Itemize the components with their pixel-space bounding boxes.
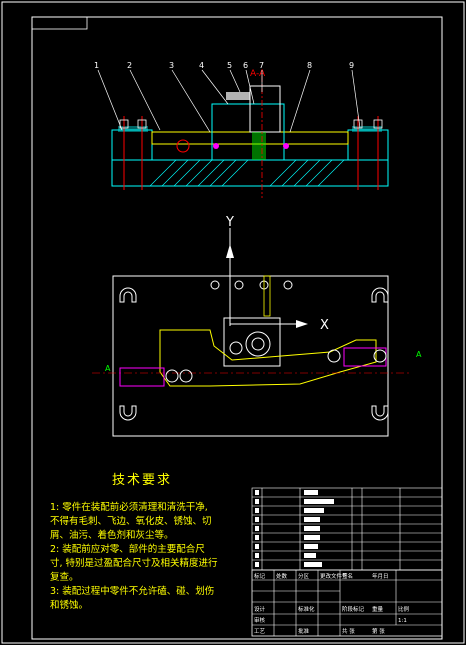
tb-row-b-0: 审核: [254, 616, 266, 624]
center-stud-inner: [251, 337, 265, 351]
tb-header-2: 分区: [298, 572, 310, 580]
tb-row-c-2: 批准: [298, 627, 310, 635]
tech-line-3: 屑、油污、着色剂和灰尘等。: [50, 529, 174, 541]
parts-list: [251, 487, 443, 571]
center-post: [249, 85, 281, 133]
corner-slots: [119, 287, 389, 421]
tb-header-3: 更改文件号: [320, 572, 348, 580]
tb-row-a-5: 重量: [372, 605, 384, 613]
right-nut-2: [373, 119, 383, 129]
workpiece: [151, 131, 349, 145]
plan-right-screw-2: [373, 349, 387, 363]
section-label: A-A: [250, 69, 266, 79]
center-stud: [245, 331, 271, 357]
x-axis-label: X: [320, 318, 329, 333]
tech-requirements: 技术要求 1: 零件在装配前必须清理和清洗干净, 不得有毛刺、飞边、氧化皮、锈蚀…: [50, 473, 218, 611]
center-pin: [252, 132, 266, 160]
tb-row-c-5: 第 张: [372, 627, 385, 635]
tech-line-2: 不得有毛刺、飞边、氧化皮、锈蚀、切: [50, 515, 212, 527]
plan-left-screw-2: [179, 369, 193, 383]
balloon-9: 9: [349, 61, 354, 70]
top-holes: [210, 280, 293, 290]
title-block: 标记 处数 分区 更改文件号 签名 年月日 设计 标准化 阶段标记 重量 比例 …: [251, 569, 443, 637]
balloon-5: 5: [227, 61, 232, 70]
cut-label-left: A: [105, 364, 111, 373]
center-nut: [226, 92, 250, 100]
plan-right-screw: [327, 349, 341, 363]
tb-row-a-6: 比例: [398, 605, 410, 613]
balloon-2: 2: [127, 61, 132, 70]
inner-border: [31, 16, 443, 640]
tech-items: 1: 零件在装配前必须清理和清洗干净, 不得有毛刺、飞边、氧化皮、锈蚀、切 屑、…: [50, 501, 218, 611]
tb-header-5: 年月日: [372, 572, 389, 580]
balloon-1: 1: [94, 61, 99, 70]
right-support: [347, 129, 389, 161]
cut-label-right: A: [416, 350, 422, 359]
plan-center-block: [223, 317, 281, 367]
plan-left-clamp: [119, 367, 165, 387]
tb-row-a-0: 设计: [254, 605, 266, 613]
section-view-aa: A-A: [94, 61, 389, 198]
tech-line-6: 复查。: [50, 571, 79, 583]
balloon-4: 4: [199, 61, 204, 70]
tb-row-a-4: 阶段标记: [342, 605, 365, 613]
marker-1: [213, 143, 219, 149]
left-support: [111, 129, 153, 161]
tech-line-5: 寸, 特别是过盈配合尺寸及相关精度进行: [50, 557, 218, 569]
tech-line-7: 3: 装配过程中零件不允许磕、碰、划伤: [50, 585, 214, 597]
tb-header-1: 处数: [276, 572, 288, 580]
plan-left-screw: [165, 369, 179, 383]
marker-2: [283, 143, 289, 149]
center-pin-hole: [229, 341, 243, 355]
plan-right-clamp: [343, 347, 387, 367]
tb-header-0: 标记: [254, 572, 266, 580]
y-axis-label: Y: [225, 215, 234, 230]
right-nut: [353, 119, 363, 129]
tb-row-c-0: 工艺: [254, 628, 266, 635]
balloon-3: 3: [169, 61, 174, 70]
balloon-8: 8: [307, 61, 312, 70]
tb-row-b-6: 1:1: [398, 618, 407, 624]
tb-header-4: 签名: [342, 572, 353, 580]
y-axis-arrow: [226, 244, 234, 258]
tb-row-c-4: 共 张: [342, 627, 355, 635]
drawing-number-box: [31, 16, 88, 30]
balloon-labels: 1 2 3 4 5 6 7 8 9: [94, 61, 354, 70]
left-clamp-plate: [118, 126, 148, 132]
right-clamp-plate: [352, 126, 382, 132]
left-nut-2: [137, 119, 147, 129]
x-axis-arrow: [296, 320, 308, 328]
base-outline: [112, 275, 389, 437]
balloon-6: 6: [243, 61, 248, 70]
tech-line-8: 和锈蚀。: [50, 599, 88, 611]
locating-pin: [176, 139, 190, 153]
leader-lines: [97, 69, 361, 133]
plan-view: Y X A A: [92, 215, 422, 437]
base-hatch: [149, 159, 345, 187]
tech-line-1: 1: 零件在装配前必须清理和清洗干净,: [50, 501, 208, 513]
base-plate: [111, 159, 389, 187]
tb-row-a-2: 标准化: [298, 605, 315, 613]
left-nut: [119, 119, 129, 129]
center-block: [211, 103, 285, 161]
tech-line-4: 2: 装配前应对零、部件的主要配合尺: [50, 543, 205, 555]
tech-title: 技术要求: [112, 473, 172, 488]
balloon-7: 7: [259, 61, 264, 70]
center-slot: [263, 275, 271, 317]
